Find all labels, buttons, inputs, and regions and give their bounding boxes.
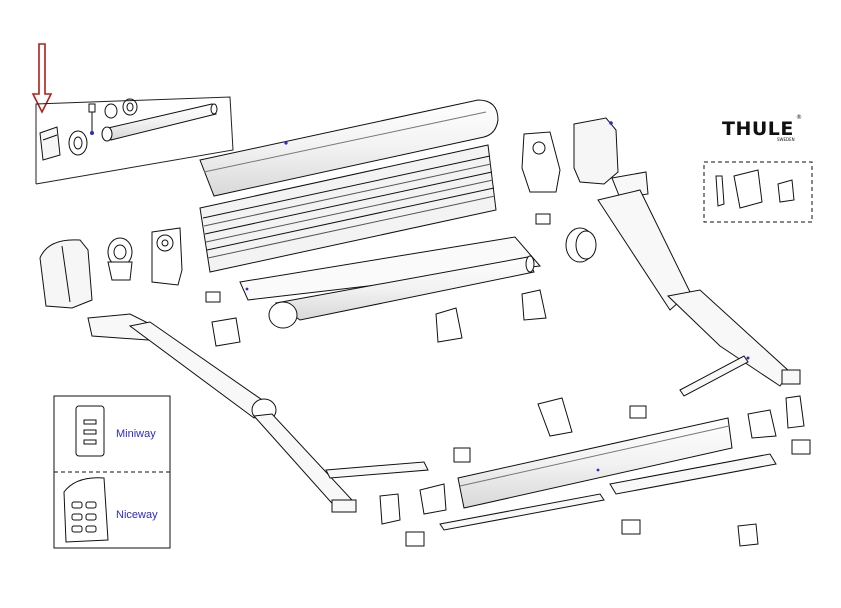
left-support-arm xyxy=(87,313,429,513)
front-cover-profile xyxy=(199,99,499,197)
left-end-cap xyxy=(39,239,93,309)
niceway-remote-icon xyxy=(63,477,109,543)
left-gear-unit xyxy=(107,227,183,286)
miniway-label: Miniway xyxy=(116,428,156,440)
right-gear-unit xyxy=(521,117,619,193)
niceway-label: Niceway xyxy=(116,509,158,521)
brand-subtext: SWEDEN xyxy=(777,137,795,142)
right-support-arm xyxy=(597,171,801,397)
front-lead-rail xyxy=(457,417,733,509)
main-profile-rails xyxy=(199,144,497,273)
fabric-strip xyxy=(239,236,541,301)
remote-control-panel xyxy=(53,395,171,549)
brand-registered-mark: ® xyxy=(796,114,802,121)
indicator-arrow xyxy=(31,43,53,114)
roller-tube xyxy=(268,255,535,329)
lower-lead-rails xyxy=(439,453,777,531)
inset-small-parts xyxy=(703,161,813,223)
inset-roller-tube-detail xyxy=(35,96,234,185)
round-adapter xyxy=(565,227,597,263)
small-brackets xyxy=(205,213,811,547)
brand-logo: THULE xyxy=(722,118,794,140)
miniway-remote-icon xyxy=(75,405,105,457)
